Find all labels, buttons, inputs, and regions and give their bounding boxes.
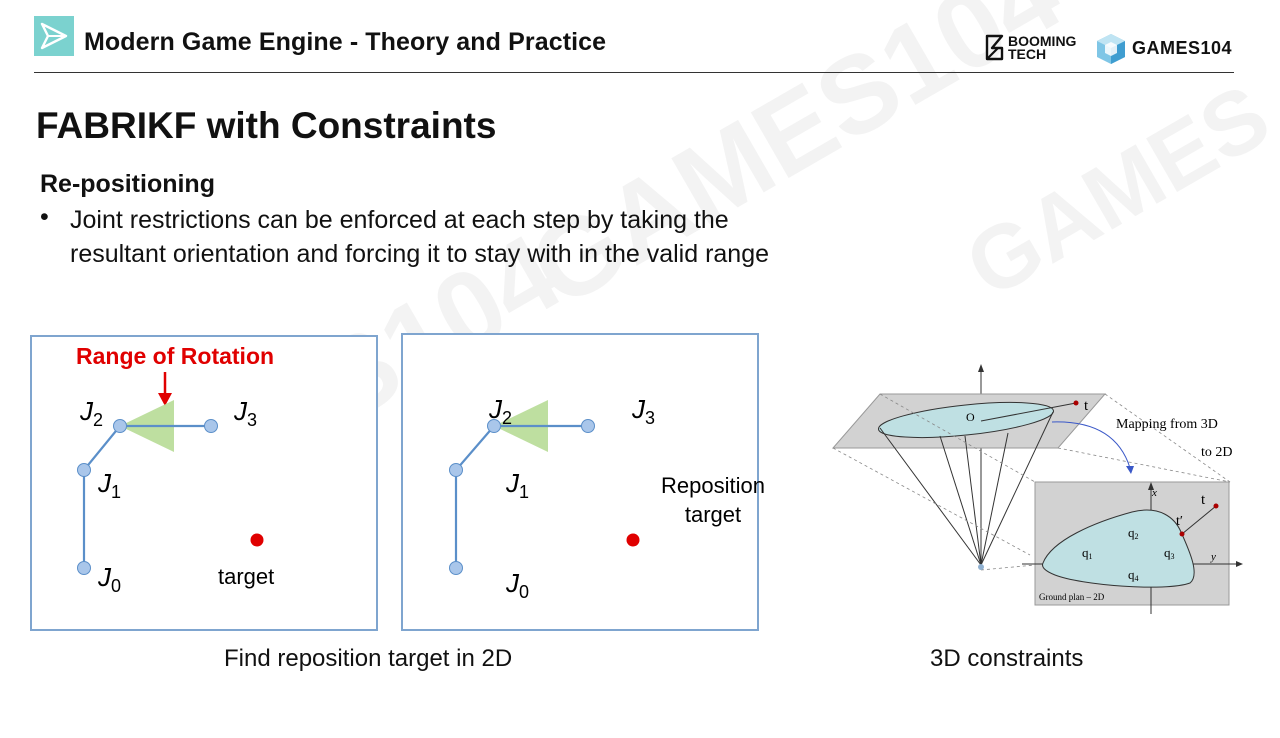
constraints-3d-figure: O t Mapping from 3D to 2D t t′ x y q1 q2… <box>831 364 1243 614</box>
right-label-j1: J1 <box>505 468 529 502</box>
reposition-label-line1: Reposition <box>661 473 765 498</box>
ground-y-label: y <box>1210 551 1216 563</box>
right-label-j0: J0 <box>505 568 529 602</box>
projected-region <box>1042 509 1195 588</box>
mapping-label-line2: to 2D <box>1201 445 1233 460</box>
range-of-rotation-label: Range of Rotation <box>76 343 274 369</box>
ground-x-axis-arrow <box>1148 482 1154 490</box>
right-label-j3: J3 <box>631 394 655 428</box>
left-label-j0: J0 <box>97 562 121 596</box>
t-prime-line <box>1181 505 1217 535</box>
mapping-arrow-head <box>1126 466 1134 474</box>
left-bone-chain <box>82 424 211 568</box>
left-target-point <box>250 533 264 547</box>
q2-label: q2 <box>1128 525 1139 541</box>
tech-text: TECH <box>1008 46 1047 62</box>
right-label-j2: J2 <box>488 394 512 428</box>
right-bone-chain <box>454 424 588 568</box>
q4-label: q4 <box>1128 567 1139 583</box>
bullet-text: Joint restrictions can be enforced at ea… <box>70 206 770 268</box>
left-panel-figure: Range of Rotation J2 J3 J1 J0 target <box>76 343 274 596</box>
projection-lines <box>832 393 1231 571</box>
ground-plan-label: Ground plan – 2D <box>1039 592 1105 602</box>
bullet-marker: • <box>40 203 49 231</box>
cone-cross-section <box>877 401 1055 439</box>
right-joint-3 <box>581 419 595 433</box>
range-arrow-head <box>158 393 172 406</box>
games-cube-logo-icon <box>1097 34 1125 64</box>
left-diagram-panel <box>30 335 378 631</box>
slide-title: FABRIKF with Constraints <box>36 105 497 146</box>
cone-apex <box>978 564 984 570</box>
right-joint-1 <box>449 463 463 477</box>
left-joint-1 <box>77 463 91 477</box>
t-prime-label: t′ <box>1176 514 1183 529</box>
left-label-j1: J1 <box>97 468 121 502</box>
target-t-point <box>1073 400 1079 406</box>
mapping-label-line1: Mapping from 3D <box>1116 417 1218 432</box>
t-prime-point <box>1179 531 1185 537</box>
section-subtitle: Re-positioning <box>40 170 215 198</box>
q1-label: q1 <box>1082 545 1093 561</box>
ground-t-point <box>1213 503 1219 509</box>
booming-tech-wordmark: BOOMING TECH <box>1008 33 1077 62</box>
right-target-point <box>626 533 640 547</box>
ground-x-label: x <box>1151 487 1157 499</box>
cone-lines <box>879 402 1077 566</box>
origin-label: O <box>966 410 975 424</box>
booming-tech-logo-icon <box>985 34 1004 61</box>
q3-label: q3 <box>1164 545 1175 561</box>
right-caption: 3D constraints <box>930 645 1084 672</box>
header-title: Modern Game Engine - Theory and Practice <box>84 28 607 56</box>
right-joint-2 <box>487 419 501 433</box>
games104-wordmark: GAMES104 <box>1132 38 1233 58</box>
left-label-j2: J2 <box>79 396 103 430</box>
left-target-label: target <box>218 564 274 589</box>
header-divider <box>34 72 1234 73</box>
t-label: t <box>1084 398 1089 414</box>
left-caption: Find reposition target in 2D <box>224 645 513 672</box>
left-joint-3 <box>204 419 218 433</box>
mapping-arrow <box>1051 421 1131 469</box>
right-joint-0 <box>449 561 463 575</box>
right-panel-figure: J2 J3 J1 J0 Reposition target <box>449 394 765 602</box>
ground-t-label: t <box>1201 492 1206 508</box>
left-label-j3: J3 <box>233 396 257 430</box>
booming-text: BOOMING <box>1008 33 1077 49</box>
reposition-label-line2: target <box>685 502 741 527</box>
vertical-axis-arrow <box>978 364 984 372</box>
left-joint-2 <box>113 419 127 433</box>
left-joint-0 <box>77 561 91 575</box>
ground-y-axis-arrow <box>1236 561 1243 567</box>
right-diagram-panel <box>401 333 759 631</box>
presentation-logo-icon <box>34 16 74 56</box>
